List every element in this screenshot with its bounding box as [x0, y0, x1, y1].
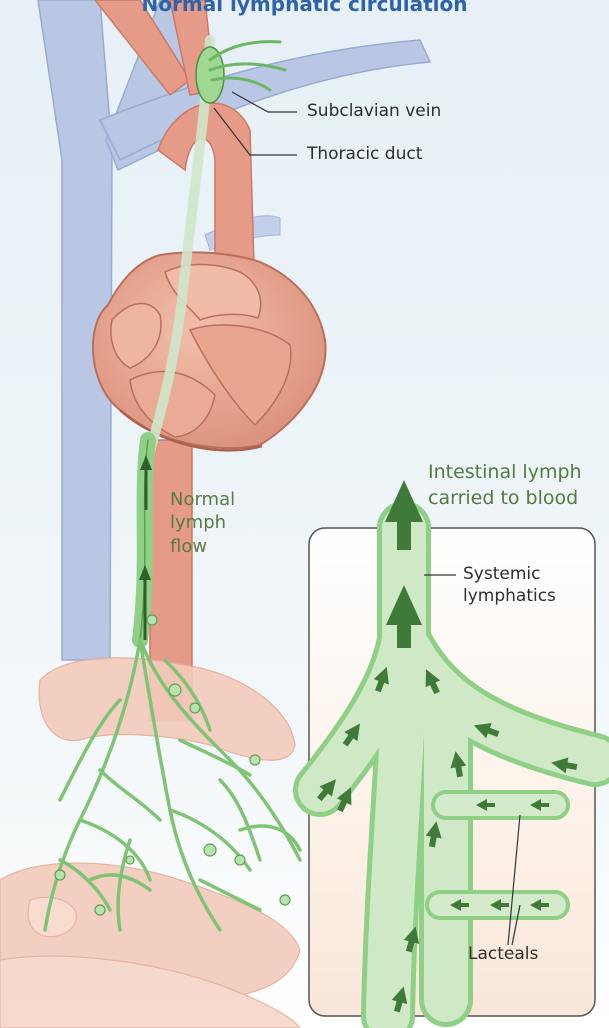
label-systemic-lymphatics: Systemic lymphatics [463, 563, 556, 607]
label-intestinal-lymph: Intestinal lymph carried to blood [428, 460, 582, 511]
heart [93, 252, 326, 450]
diagram-title: Normal lymphatic circulation [0, 0, 609, 17]
label-systemic-lymphatics-line-2: lymphatics [463, 585, 556, 607]
label-normal-lymph-flow-line-2: lymph [170, 511, 235, 534]
label-normal-lymph-flow-line-3: flow [170, 535, 235, 558]
label-lacteals: Lacteals [468, 944, 538, 965]
label-normal-lymph-flow-line-1: Normal [170, 488, 235, 511]
label-systemic-lymphatics-line-1: Systemic [463, 563, 556, 585]
label-thoracic-duct: Thoracic duct [307, 144, 422, 165]
label-intestinal-lymph-line-2: carried to blood [428, 486, 582, 512]
label-subclavian-vein: Subclavian vein [307, 101, 441, 122]
label-intestinal-lymph-line-1: Intestinal lymph [428, 460, 582, 486]
label-normal-lymph-flow: Normal lymph flow [170, 488, 235, 558]
